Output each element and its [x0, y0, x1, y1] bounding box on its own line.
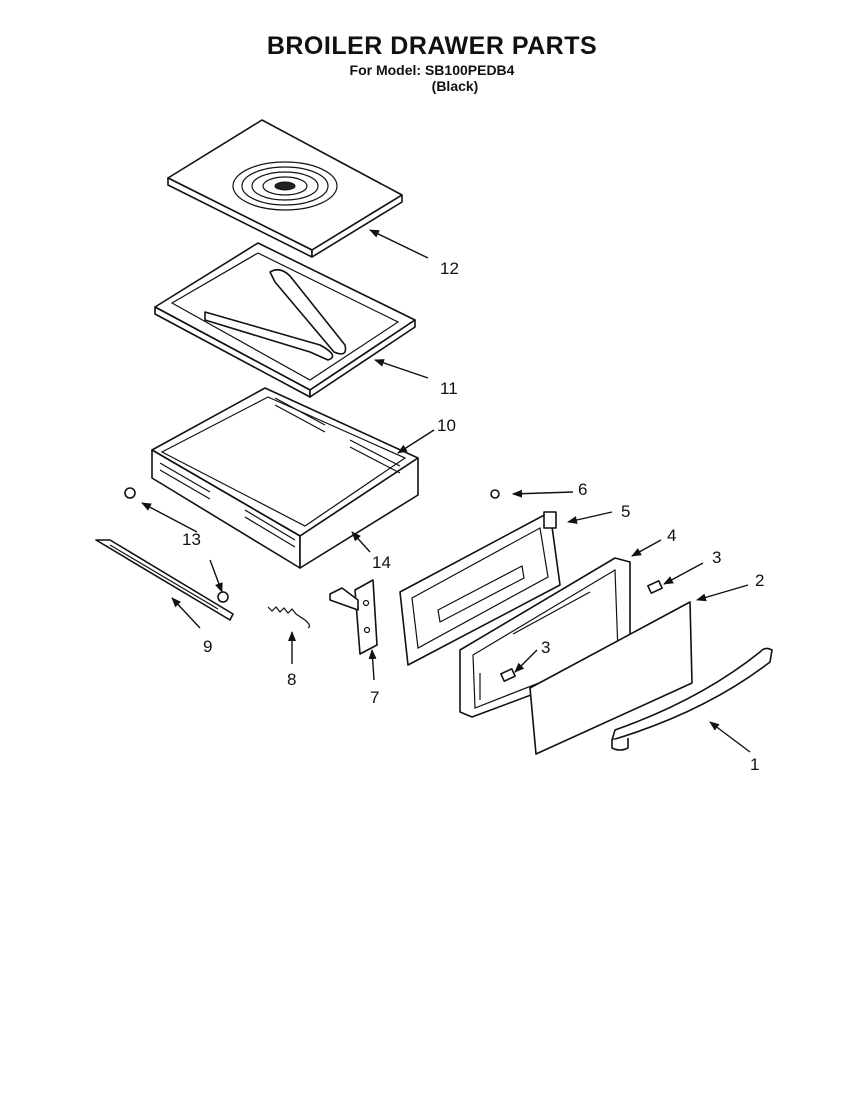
broiler-pan-grid-part — [167, 119, 403, 258]
drawer-frame-part — [399, 511, 561, 666]
door-glass-part — [529, 601, 693, 755]
callout-3-lower: 3 — [541, 638, 550, 657]
callout-4: 4 — [667, 526, 676, 545]
slide-rail-part — [95, 539, 234, 621]
screw-part-6 — [490, 489, 500, 499]
diagram-title: BROILER DRAWER PARTS — [266, 32, 598, 60]
spacer-part-3 — [500, 580, 663, 682]
callout-7: 7 — [370, 688, 379, 707]
callout-5: 5 — [621, 502, 630, 521]
callout-3-upper: 3 — [712, 548, 721, 567]
drawer-body-part — [151, 387, 419, 569]
color-line: (Black) — [431, 78, 479, 94]
model-line: For Model: SB100PEDB4 — [349, 62, 515, 78]
screw-part-13 — [124, 487, 229, 603]
bracket-part — [329, 579, 378, 655]
callout-13: 13 — [182, 530, 201, 549]
leader-lines — [141, 229, 751, 753]
spring-part — [267, 606, 311, 629]
callout-labels: 12 11 10 6 5 4 3 2 13 14 9 8 7 3 1 — [182, 259, 764, 774]
callout-9: 9 — [203, 637, 212, 656]
callout-12: 12 — [440, 259, 459, 278]
callout-14: 14 — [372, 553, 391, 572]
drawer-handle-part — [611, 647, 773, 751]
callout-10: 10 — [437, 416, 456, 435]
callout-1: 1 — [750, 755, 759, 774]
callout-11: 11 — [440, 379, 458, 398]
callout-2: 2 — [755, 571, 764, 590]
callout-6: 6 — [578, 480, 587, 499]
broiler-pan-part — [154, 242, 416, 398]
callout-8: 8 — [287, 670, 296, 689]
